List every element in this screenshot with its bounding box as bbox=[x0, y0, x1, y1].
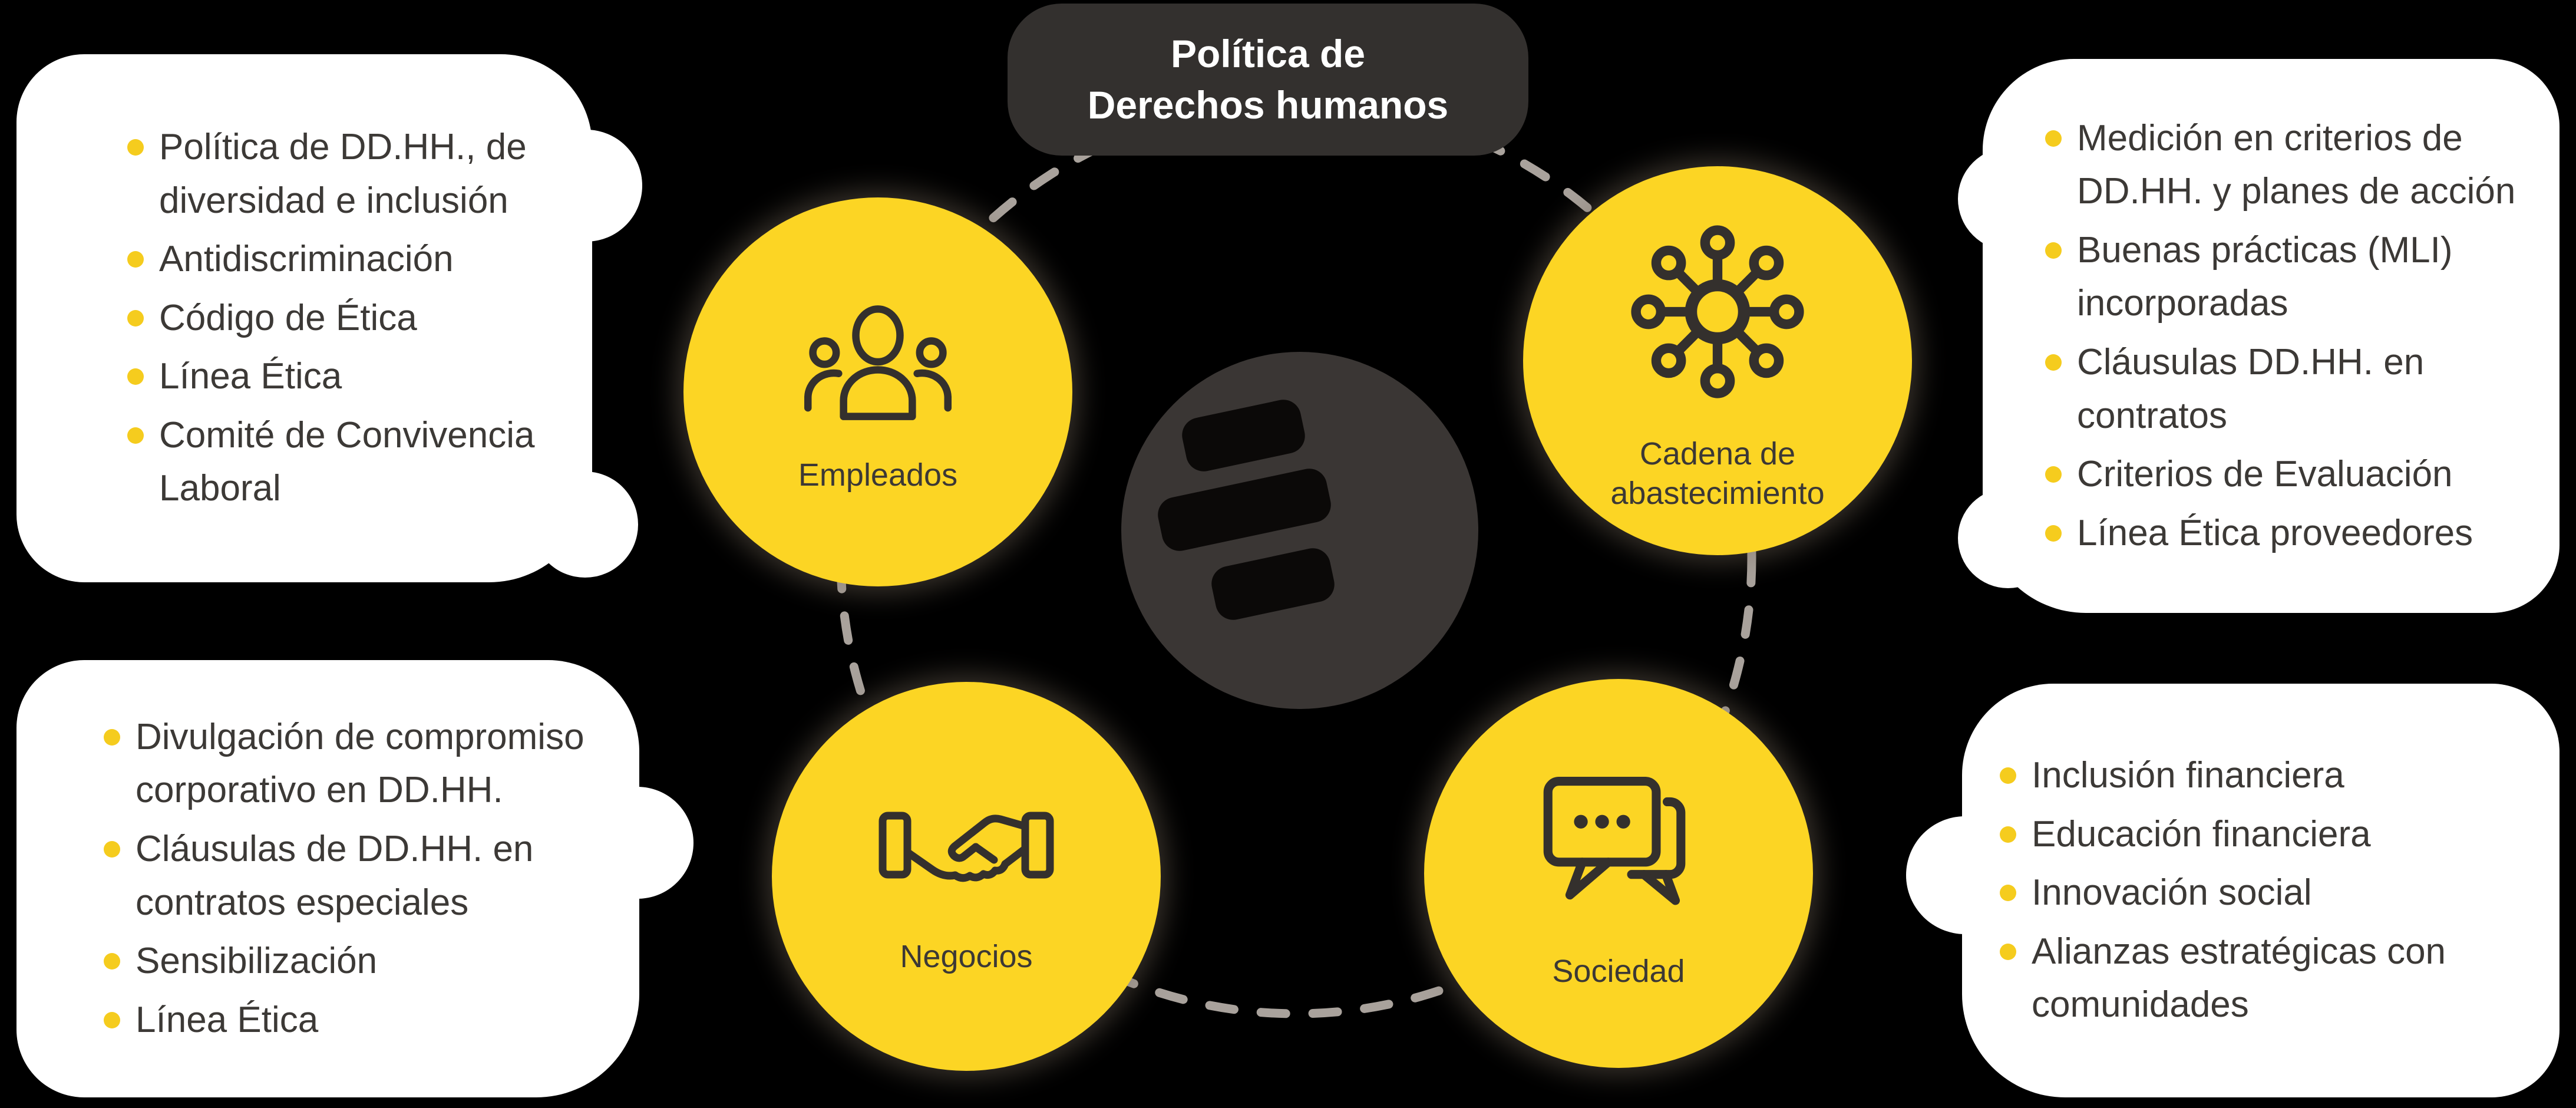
title-pill: Política de Derechos humanos bbox=[1008, 4, 1528, 156]
people-group-icon bbox=[804, 305, 952, 421]
list-item: Línea Ética bbox=[104, 994, 616, 1047]
panel-empleados: Política de DD.HH., de diversidad e incl… bbox=[16, 54, 642, 582]
handshake-icon bbox=[879, 812, 1054, 882]
bullet-list-empleados: Política de DD.HH., de diversidad e incl… bbox=[16, 121, 592, 516]
list-item: Medición en criterios de DD.HH. y planes… bbox=[2045, 112, 2536, 219]
list-item: Comité de Convivencia Laboral bbox=[127, 409, 569, 516]
bullet-list-cadena: Medición en criterios de DD.HH. y planes… bbox=[1983, 112, 2560, 560]
node-label-negocios: Negocios bbox=[900, 939, 1033, 975]
panel-sociedad: Inclusión financiera Educación financier… bbox=[1906, 684, 2560, 1097]
logo-bar bbox=[1154, 465, 1335, 555]
node-cadena-abastecimiento: Cadena de abastecimiento bbox=[1523, 166, 1912, 555]
node-label-sociedad: Sociedad bbox=[1552, 954, 1685, 990]
logo-bar bbox=[1178, 396, 1309, 475]
list-item: Código de Ética bbox=[127, 292, 569, 345]
bullet-list-sociedad: Inclusión financiera Educación financier… bbox=[1962, 749, 2560, 1032]
list-item: Línea Ética bbox=[127, 350, 569, 404]
list-item: Divulgación de compromiso corporativo en… bbox=[104, 711, 616, 817]
page-title: Política de Derechos humanos bbox=[1087, 31, 1449, 127]
logo-bar bbox=[1208, 545, 1338, 624]
list-item: Alianzas estratégicas con comunidades bbox=[2000, 925, 2536, 1032]
node-label-cadena: Cadena de abastecimiento bbox=[1610, 436, 1825, 512]
panel-cadena-abastecimiento: Medición en criterios de DD.HH. y planes… bbox=[1958, 59, 2560, 613]
node-label-empleados: Empleados bbox=[798, 457, 958, 493]
list-item: Inclusión financiera bbox=[2000, 749, 2536, 803]
node-sociedad: Sociedad bbox=[1424, 679, 1813, 1068]
list-item: Política de DD.HH., de diversidad e incl… bbox=[127, 121, 569, 227]
company-logo bbox=[1121, 352, 1478, 709]
list-item: Innovación social bbox=[2000, 866, 2536, 920]
list-item: Buenas prácticas (MLI) incorporadas bbox=[2045, 224, 2536, 331]
node-empleados: Empleados bbox=[683, 197, 1072, 586]
network-icon bbox=[1631, 225, 1804, 398]
node-negocios: Negocios bbox=[772, 682, 1161, 1071]
list-item: Cláusulas DD.HH. en contratos bbox=[2045, 336, 2536, 443]
list-item: Sensibilización bbox=[104, 935, 616, 988]
list-item: Línea Ética proveedores bbox=[2045, 507, 2536, 560]
bullet-list-negocios: Divulgación de compromiso corporativo en… bbox=[16, 711, 639, 1047]
chat-bubbles-icon bbox=[1543, 777, 1686, 905]
list-item: Criterios de Evaluación bbox=[2045, 448, 2536, 502]
list-item: Educación financiera bbox=[2000, 808, 2536, 862]
list-item: Cláusulas de DD.HH. en contratos especia… bbox=[104, 823, 616, 929]
panel-negocios: Divulgación de compromiso corporativo en… bbox=[16, 660, 693, 1097]
list-item: Antidiscriminación bbox=[127, 233, 569, 286]
